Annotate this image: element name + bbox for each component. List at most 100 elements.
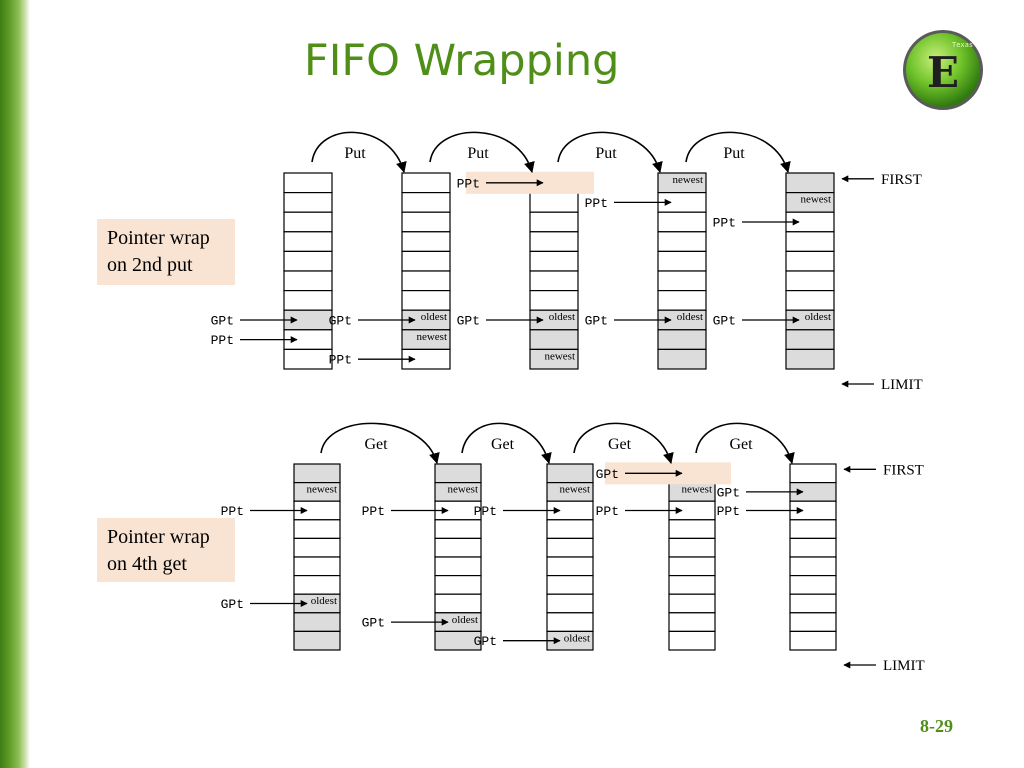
gpt-label: GPt (717, 485, 740, 500)
gpt-label: GPt (457, 314, 480, 329)
fifo-slot (546, 556, 594, 577)
oldest-label: oldest (805, 311, 831, 323)
fifo-slot (293, 463, 341, 484)
fifo-slot (785, 329, 835, 350)
fifo-slot (293, 630, 341, 651)
put-limit-label: LIMIT (881, 377, 923, 393)
fifo-slot (529, 290, 579, 311)
fifo-slot (529, 231, 579, 253)
ppt-label: PPt (221, 504, 244, 519)
fifo-slot (529, 250, 579, 272)
fifo-slot (293, 556, 341, 577)
fifo-slot (293, 519, 341, 539)
oldest-label: oldest (311, 595, 337, 607)
fifo-slot (785, 172, 835, 194)
fifo-slot (546, 593, 594, 614)
fifo-slot (434, 630, 482, 651)
ppt-label: PPt (362, 504, 385, 519)
fifo-slot (401, 250, 451, 272)
fifo-slot (401, 270, 451, 292)
fifo-slot (283, 172, 333, 194)
callout-get-wrap: Pointer wrap on 4th get (97, 518, 235, 582)
logo-letter: E (927, 48, 959, 97)
fifo-slot (668, 537, 716, 558)
fifo-slot (434, 574, 482, 595)
newest-label: newest (447, 484, 478, 496)
ppt-label: PPt (457, 176, 480, 191)
fifo-slot (789, 574, 837, 595)
slide-title: FIFO Wrapping (304, 36, 620, 86)
gpt-label: GPt (596, 467, 619, 482)
fifo-slot (789, 630, 837, 651)
fifo-slot (657, 250, 707, 272)
fifo-slot (434, 537, 482, 558)
fifo-slot (657, 348, 707, 370)
fifo-slot (293, 574, 341, 595)
put-transition-arc (557, 131, 663, 174)
get-transition-label: Get (608, 436, 632, 453)
fifo-slot (789, 537, 837, 558)
fifo-slot (657, 290, 707, 311)
logo-caption: Texas (952, 41, 973, 49)
get-transition-arc (461, 422, 552, 465)
put-transition-arc (311, 131, 407, 174)
oldest-label: oldest (564, 632, 590, 644)
fifo-slot (293, 612, 341, 632)
callout-put-wrap: Pointer wrap on 2nd put (97, 219, 235, 285)
fifo-slot (546, 537, 594, 558)
fifo-slot (546, 574, 594, 595)
fifo-slot (668, 556, 716, 577)
fifo-slot (657, 231, 707, 253)
fifo-slot (785, 348, 835, 370)
newest-label: newest (416, 331, 447, 343)
newest-label: newest (681, 484, 712, 496)
fifo-slot (434, 556, 482, 577)
fifo-slot (283, 250, 333, 272)
newest-label: newest (544, 350, 575, 362)
ppt-label: PPt (717, 504, 740, 519)
fifo-slot (789, 593, 837, 614)
fifo-slot (785, 270, 835, 292)
fifo-slot (668, 630, 716, 651)
get-transition-arc (695, 422, 795, 465)
newest-label: newest (672, 174, 703, 186)
fifo-slot (283, 270, 333, 292)
oldest-label: oldest (421, 311, 447, 323)
fifo-slot (283, 348, 333, 370)
fifo-slot (401, 290, 451, 311)
gpt-label: GPt (221, 597, 244, 612)
logo-disc (906, 33, 980, 107)
fifo-slot (529, 270, 579, 292)
fifo-slot (668, 593, 716, 614)
gpt-label: GPt (474, 634, 497, 649)
ppt-label: PPt (713, 216, 736, 231)
texas-e-logo: Texas E (903, 30, 983, 110)
fifo-slot (283, 192, 333, 213)
fifo-slot (283, 231, 333, 253)
oldest-label: oldest (452, 614, 478, 626)
fifo-slot (401, 211, 451, 233)
gpt-label: GPt (329, 314, 352, 329)
fifo-slot (401, 172, 451, 194)
fifo-slot (785, 231, 835, 253)
get-transition-label: Get (491, 436, 515, 453)
callout-put-text: Pointer wrap on 2nd put (107, 227, 210, 276)
gpt-label: GPt (713, 314, 736, 329)
fifo-slot (785, 250, 835, 272)
newest-label: newest (800, 194, 831, 206)
fifo-slot (434, 593, 482, 614)
newest-label: newest (559, 484, 590, 496)
fifo-slot (283, 290, 333, 311)
get-transition-label: Get (729, 436, 753, 453)
gpt-label: GPt (211, 314, 234, 329)
fifo-slot (529, 329, 579, 350)
